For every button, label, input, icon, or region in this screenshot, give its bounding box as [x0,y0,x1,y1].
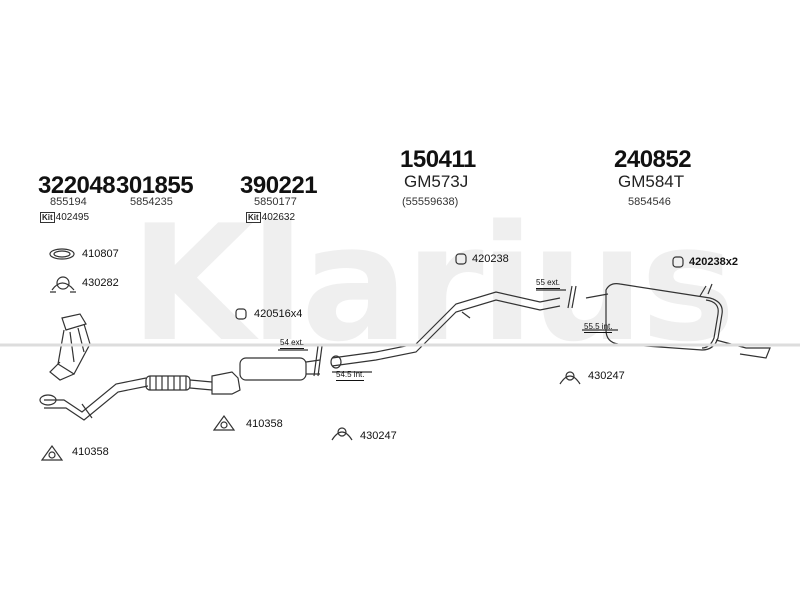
dimension-label: 54.5 int. [336,370,365,381]
gasket-icon [49,248,75,260]
part-number-390221: 390221 [240,172,318,199]
hanger-icon [212,414,236,431]
oe-number: GM573J [404,172,469,191]
fitting-label: 410358 [72,446,109,458]
hanger-icon [40,444,64,461]
dimension-label: 54 ext. [280,338,305,349]
kit-number: 402495 [55,212,90,223]
fitting-label: 420238 [472,253,509,265]
joint-marker-icon [567,285,577,309]
intermediate-pipe-icon [330,291,561,369]
part-number-301855: 301855 [116,172,194,199]
fitting-label: 420238x2 [689,256,738,268]
kit-reference: Kit 402495 [40,212,89,223]
fitting-label: 430247 [588,370,625,382]
clamp-icon [331,427,353,441]
centre-silencer-icon [211,357,321,395]
clamp-icon [50,276,76,293]
rubber-mount-icon [672,256,684,268]
part-number-240852: 240852 [614,146,692,173]
oe-number: GM584T [618,172,685,191]
oe-number: 5850177 [254,196,297,208]
dimension-label: 55 ext. [536,278,561,289]
oe-number: 855194 [50,196,87,208]
clamp-icon [559,371,581,385]
fitting-label: 420516x4 [254,308,303,320]
flexi-section-icon [145,375,213,391]
kit-icon: Kit [246,212,261,223]
fitting-label: 430282 [82,277,119,289]
catalytic-converter-icon [49,313,91,381]
fitting-label: 410807 [82,248,119,260]
rear-silencer-icon [585,283,771,359]
part-number-150411: 150411 [400,146,476,173]
rubber-mount-icon [455,253,467,265]
front-pipe-icon [39,377,149,421]
oe-number: 5854235 [130,196,173,208]
kit-number: 402632 [261,212,296,223]
oe-number-secondary: 5854546 [628,196,671,208]
part-number-322048: 322048 [38,172,116,199]
dimension-label: 55.5 int. [584,322,613,333]
rubber-mount-icon [235,308,247,320]
oe-number-secondary: (55559638) [402,196,459,208]
fitting-label: 410358 [246,418,283,430]
fitting-label: 430247 [360,430,397,442]
joint-marker-icon [313,345,323,377]
kit-reference: Kit 402632 [246,212,295,223]
kit-icon: Kit [40,212,55,223]
